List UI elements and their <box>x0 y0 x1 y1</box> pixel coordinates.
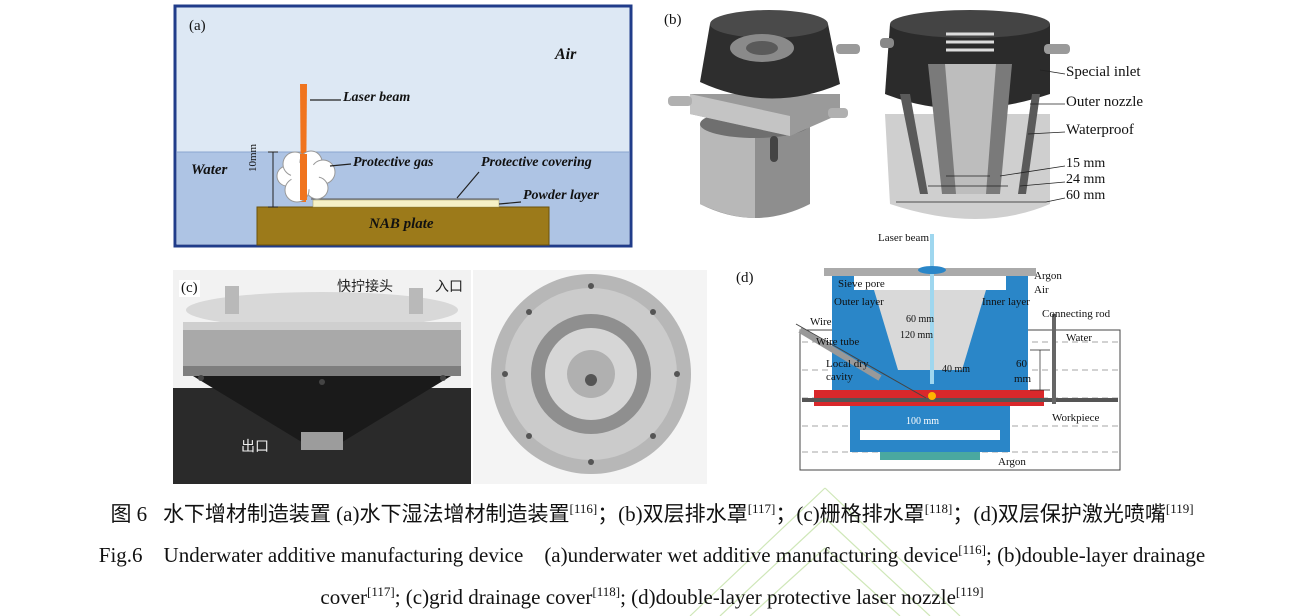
wire <box>795 323 927 399</box>
section-view <box>880 10 1070 219</box>
figure-panel-c: (c) 快拧接头 入口 出口 <box>173 270 707 484</box>
outlet-label: 出口 <box>241 439 269 455</box>
caption-en-c: ; (c)grid drainage cover <box>394 585 593 609</box>
special-inlet-label: Special inlet <box>1066 64 1141 80</box>
powder-layer <box>312 199 500 208</box>
grid-drainage-cover-photos <box>173 270 707 484</box>
powder-layer-label: Powder layer <box>523 188 599 203</box>
inlet-label: 入口 <box>435 279 463 295</box>
caption-cn-fig: 图 6 <box>110 502 148 526</box>
sieve-pore-label: Sieve pore <box>838 278 885 290</box>
air-label: Air <box>555 46 577 63</box>
dim-24mm-label: 24 mm <box>1066 172 1106 187</box>
caption-en-b2: cover <box>320 585 368 609</box>
panel-b-label: (b) <box>664 12 682 28</box>
laser-beam-d-label: Laser beam <box>878 232 929 244</box>
figure-panel-a: (a) Air Water Laser beam Protective gas … <box>173 4 633 248</box>
workpiece <box>802 398 1118 402</box>
figure-panel-d: (d) Laser beam Argon Sieve pore Air Oute… <box>730 230 1130 478</box>
top-view-photo <box>473 270 707 484</box>
outer-nozzle-label: Outer nozzle <box>1066 94 1144 110</box>
water-d-label: Water <box>1066 332 1092 344</box>
panel-c-label: (c) <box>179 280 200 297</box>
dim-120mm-label: 120 mm <box>900 330 934 341</box>
outer-layer-label: Outer layer <box>834 296 884 308</box>
panel-d-label: (d) <box>736 270 754 286</box>
argon-bottom-label: Argon <box>998 456 1026 468</box>
dim-60mm-d-label: 60 mm <box>906 314 935 325</box>
ref-119: [119] <box>1165 501 1194 516</box>
ref-118: [118] <box>924 501 953 516</box>
dimension-10mm <box>268 151 278 208</box>
dim-15mm-label: 15 mm <box>1066 156 1106 171</box>
connecting-rod-label: Connecting rod <box>1042 308 1111 320</box>
argon-top-label: Argon <box>1034 270 1062 282</box>
panel-a-label: (a) <box>189 18 206 34</box>
side-view-photo <box>173 270 471 484</box>
dimension-10mm-label: 10mm <box>247 143 259 172</box>
local-dry-label: Local dry <box>826 358 869 370</box>
ref-119-en: [119] <box>955 584 984 599</box>
caption-english-line1: Fig.6 Underwater additive manufacturing … <box>0 542 1304 568</box>
caption-en-fig: Fig.6 <box>98 543 143 567</box>
caption-en-b: ; (b)double-layer drainage <box>985 543 1206 567</box>
ref-117-en: [117] <box>367 584 395 599</box>
caption-cn-title: 水下增材制造装置 (a)水下湿法增材制造装置 <box>162 502 570 526</box>
dim-mm-label: mm <box>1014 373 1032 385</box>
double-layer-nozzle-schematic <box>795 234 1121 471</box>
ref-116-en: [116] <box>958 542 986 557</box>
dim-60-label: 60 <box>1016 358 1027 370</box>
caption-english-line2: cover[117]; (c)grid drainage cover[118];… <box>0 584 1304 610</box>
wire-tube <box>798 327 882 381</box>
workpiece-label: Workpiece <box>1052 412 1100 424</box>
caption-en-title: Underwater additive manufacturing device <box>163 543 524 567</box>
melt-pool <box>928 392 936 400</box>
water-label: Water <box>191 162 228 178</box>
ref-117: [117] <box>747 501 776 516</box>
air-d-label: Air <box>1034 284 1049 296</box>
laser-beam-d <box>930 234 934 384</box>
caption-cn-d: ；(d)双层保护激光喷嘴 <box>952 502 1166 526</box>
bottom-chamber <box>850 406 1010 452</box>
caption-chinese: 图 6 水下增材制造装置 (a)水下湿法增材制造装置[116]；(b)双层排水罩… <box>0 498 1304 528</box>
waterproof-label: Waterproof <box>1066 122 1134 138</box>
ref-116: [116] <box>569 501 598 516</box>
caption-en-d: ; (d)double-layer protective laser nozzl… <box>620 585 956 609</box>
caption-en-a: (a)underwater wet additive manufacturing… <box>544 543 959 567</box>
dim-60mm-label: 60 mm <box>1066 188 1106 203</box>
exterior-view <box>668 10 860 218</box>
laser-through-gas <box>300 154 307 200</box>
caption-cn-b: ；(b)双层排水罩 <box>597 502 748 526</box>
wire-tube-label: Wire tube <box>816 336 860 348</box>
underwater-schematic <box>173 4 633 248</box>
nab-plate-label: NAB plate <box>369 216 434 232</box>
wire-label: Wire <box>810 316 832 328</box>
connecting-rod <box>1052 314 1056 404</box>
cavity-label: cavity <box>826 371 853 383</box>
laser-beam-label: Laser beam <box>343 90 411 105</box>
figure-panel-b: (b) Special inlet Outer nozzle Waterproo… <box>660 4 1160 224</box>
double-layer-drainage-cover-render <box>668 10 1070 219</box>
protective-covering-label: Protective covering <box>481 155 592 170</box>
ref-118-en: [118] <box>592 584 621 599</box>
nab-plate <box>256 206 550 246</box>
dim-100mm-label: 100 mm <box>906 416 940 427</box>
caption-cn-c: ；(c)栅格排水罩 <box>775 502 925 526</box>
dim-40mm-label: 40 mm <box>942 364 971 375</box>
leader-lines <box>310 99 522 205</box>
inner-layer-label: Inner layer <box>982 296 1030 308</box>
protective-gas-label: Protective gas <box>353 155 434 170</box>
fitting-label: 快拧接头 <box>337 279 393 295</box>
